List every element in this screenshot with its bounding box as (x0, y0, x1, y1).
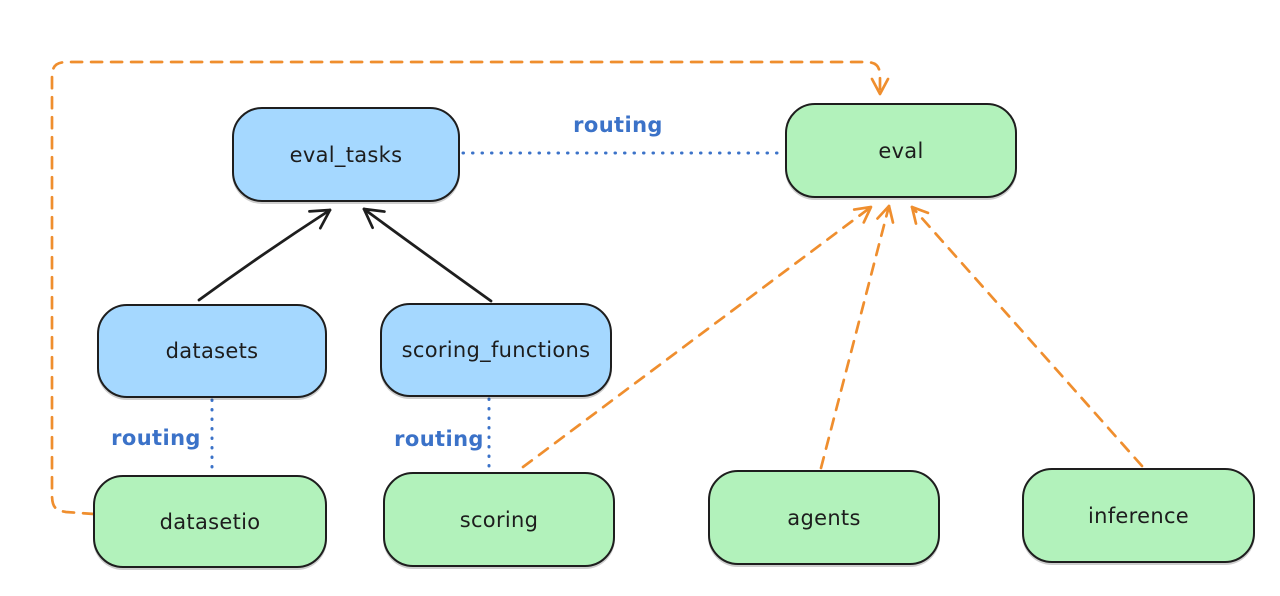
node-eval: eval (785, 103, 1017, 198)
node-agents-label: agents (787, 505, 861, 530)
node-scoring-functions-label: scoring_functions (401, 338, 591, 362)
node-inference-label: inference (1087, 503, 1190, 528)
routing-label-left: routing (111, 426, 201, 450)
edge-datasets-to-eval-tasks (197, 208, 332, 302)
edge-scoring-to-eval (521, 205, 873, 469)
routing-label-mid: routing (394, 427, 484, 451)
routing-label-top: routing (573, 113, 663, 137)
node-eval-label: eval (878, 138, 924, 163)
edge-agents-to-eval (819, 204, 895, 470)
node-eval-tasks-label: eval_tasks (289, 142, 403, 167)
edge-inference-to-eval (910, 205, 1144, 468)
node-scoring-label: scoring (459, 507, 539, 532)
node-scoring-functions: scoring_functions (380, 303, 612, 397)
node-datasetio: datasetio (93, 475, 327, 568)
node-inference: inference (1022, 468, 1255, 563)
node-agents: agents (708, 470, 940, 565)
node-datasets-label: datasets (165, 339, 259, 363)
node-datasets: datasets (97, 304, 327, 398)
edge-scoring-functions-to-eval-tasks (362, 207, 493, 303)
node-datasetio-label: datasetio (159, 509, 261, 534)
node-scoring: scoring (383, 472, 615, 567)
edge-datasetio-to-eval-wrap (50, 60, 890, 516)
node-eval-tasks: eval_tasks (232, 107, 460, 202)
